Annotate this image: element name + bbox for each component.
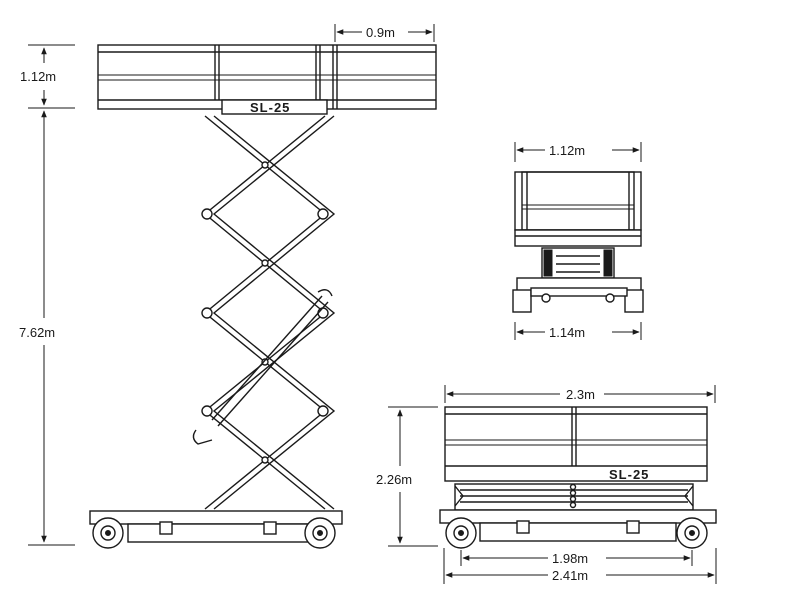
stowed-scissor-stack bbox=[454, 483, 694, 511]
dim-platform-extension: 0.9m bbox=[334, 24, 435, 42]
overall-length-label: 2.41m bbox=[552, 568, 588, 583]
stowed-model-label: SL-25 bbox=[609, 467, 649, 482]
dim-working-height: 7.62m bbox=[19, 110, 75, 546]
dim-overall-length: 2.41m bbox=[443, 548, 717, 584]
end-scissor-stack bbox=[541, 247, 615, 279]
dim-end-base-width: 1.14m bbox=[514, 322, 642, 340]
side-scissor-stack bbox=[192, 115, 336, 510]
wheelbase-label: 1.98m bbox=[552, 551, 588, 566]
stowed-platform: SL-25 bbox=[444, 406, 708, 482]
end-platform bbox=[514, 171, 642, 247]
end-base-width-label: 1.14m bbox=[549, 325, 585, 340]
stowed-platform-length-label: 2.3m bbox=[566, 387, 595, 402]
end-chassis bbox=[512, 277, 644, 313]
stowed-view: SL-25 bbox=[376, 385, 717, 584]
side-platform: SL-25 bbox=[97, 44, 437, 115]
platform-extension-label: 0.9m bbox=[366, 25, 395, 40]
side-model-label: SL-25 bbox=[250, 100, 290, 115]
guardrail-height-label: 1.12m bbox=[20, 69, 56, 84]
dim-end-platform-width: 1.12m bbox=[514, 142, 642, 162]
dim-stowed-height: 2.26m bbox=[376, 406, 438, 547]
dim-guardrail-height: 1.12m bbox=[20, 44, 75, 109]
stowed-height-label: 2.26m bbox=[376, 472, 412, 487]
side-chassis bbox=[89, 510, 343, 549]
working-height-label: 7.62m bbox=[19, 325, 55, 340]
side-view-extended: SL-25 bbox=[19, 24, 437, 549]
dim-wheelbase: 1.98m bbox=[460, 550, 693, 566]
stowed-chassis bbox=[439, 509, 717, 549]
dim-stowed-platform-length: 2.3m bbox=[444, 385, 716, 403]
end-view: 1.12m 1.14m bbox=[512, 142, 644, 340]
end-platform-width-label: 1.12m bbox=[549, 143, 585, 158]
